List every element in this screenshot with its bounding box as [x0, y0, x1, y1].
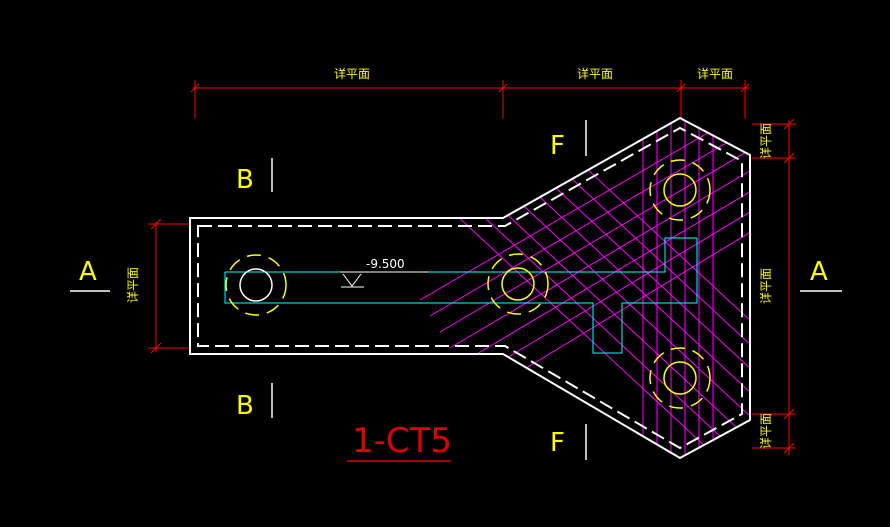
section-b-bottom: B [236, 383, 273, 421]
right-dimension [752, 118, 796, 455]
right-dim-label-top: 详平面 [758, 123, 773, 159]
svg-text:A: A [79, 257, 97, 287]
svg-text:F: F [550, 428, 565, 458]
elevation-marker [340, 271, 428, 288]
centerline [224, 237, 698, 354]
right-dim-label-mid: 详平面 [758, 268, 773, 304]
drawing-title: 1-CT5 [352, 421, 452, 461]
right-dim-label-bottom: 详平面 [758, 413, 773, 449]
dim-label-3: 详平面 [697, 66, 733, 81]
pile-left [225, 254, 287, 316]
elevation-label: -9.500 [366, 257, 405, 271]
svg-text:B: B [236, 391, 254, 421]
section-f-bottom: F [550, 424, 587, 460]
pile-cap-inner-dashed [197, 126, 743, 450]
section-f-top: F [550, 120, 587, 161]
svg-text:F: F [550, 131, 565, 161]
pile-middle [487, 253, 549, 315]
rebar-mesh [419, 118, 750, 458]
top-dimension [190, 80, 750, 118]
pile-top-right [649, 159, 711, 221]
pile-bottom-right [649, 347, 711, 409]
svg-text:B: B [236, 165, 254, 195]
dim-label-1: 详平面 [334, 66, 370, 81]
section-a-right: A [800, 257, 842, 292]
section-a-left: A [70, 257, 110, 292]
left-dimension [148, 218, 190, 354]
section-b-top: B [236, 158, 273, 195]
pile-cap-outline [189, 116, 751, 460]
svg-text:A: A [810, 257, 828, 287]
left-dim-label: 详平面 [125, 267, 140, 303]
dim-label-2: 详平面 [577, 66, 613, 81]
